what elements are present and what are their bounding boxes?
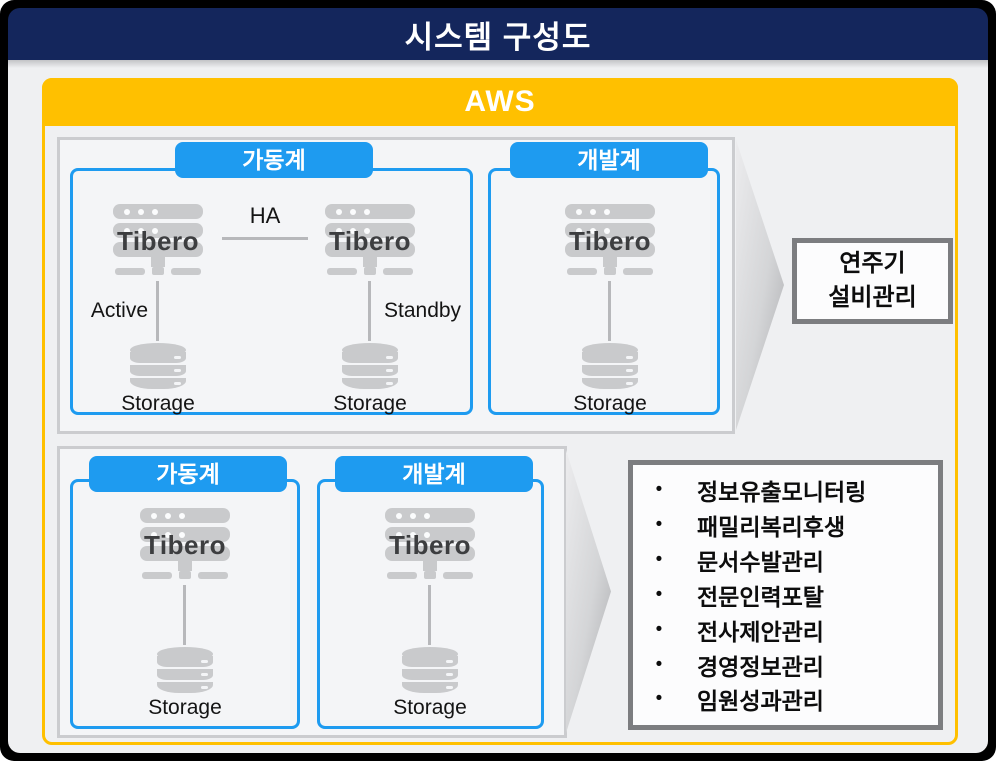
bullet-icon: • xyxy=(655,653,663,675)
storage-icon xyxy=(582,343,638,390)
storage-label: Storage xyxy=(333,392,407,415)
storage-label: Storage xyxy=(393,696,467,719)
bullet-icon: • xyxy=(655,618,663,640)
target-system-line2: 설비관리 xyxy=(828,284,917,311)
storage-icon xyxy=(402,647,458,694)
bottom-section-box xyxy=(57,446,567,738)
service-label: 패밀리복리후생 xyxy=(697,514,846,541)
server-node-standby: Tibero Storage xyxy=(325,204,415,419)
server-name: Tibero xyxy=(117,226,199,256)
aws-header: AWS xyxy=(42,78,958,126)
tibero-server-icon: Tibero xyxy=(113,204,203,275)
bullet-icon: • xyxy=(655,479,663,501)
service-label: 전사제안관리 xyxy=(697,618,824,645)
storage-connector-line xyxy=(428,585,431,645)
storage-connector-line xyxy=(608,281,611,341)
storage-connector-line xyxy=(156,281,159,341)
service-label: 문서수발관리 xyxy=(697,549,824,576)
server-node-dev-top: Tibero Storage xyxy=(565,204,655,419)
service-label: 정보유출모니터링 xyxy=(697,479,867,506)
storage-label: Storage xyxy=(148,696,222,719)
production-label-bottom: 가동계 xyxy=(89,456,287,492)
aws-label: AWS xyxy=(464,85,536,118)
aws-container: AWS xyxy=(42,78,958,745)
storage-icon xyxy=(342,343,398,390)
service-label: 전문인력포탈 xyxy=(697,583,824,610)
server-node-prod-bottom: Tibero Storage xyxy=(140,508,230,723)
bullet-icon: • xyxy=(655,514,663,536)
service-item: • 패밀리복리후생 xyxy=(653,508,932,542)
server-node-active: Tibero Storage xyxy=(113,204,203,419)
server-name: Tibero xyxy=(389,530,471,560)
storage-label: Storage xyxy=(121,392,195,415)
service-item: • 전문인력포탈 xyxy=(653,578,932,612)
title-bar: 시스템 구성도 xyxy=(8,8,988,60)
target-system-line1: 연주기 xyxy=(839,250,906,277)
service-item: • 전사제안관리 xyxy=(653,613,932,647)
tibero-server-icon: Tibero xyxy=(140,508,230,579)
page-title: 시스템 구성도 xyxy=(404,19,592,55)
bullet-icon: • xyxy=(655,583,663,605)
tibero-server-icon: Tibero xyxy=(325,204,415,275)
storage-icon xyxy=(157,647,213,694)
tibero-server-icon: Tibero xyxy=(385,508,475,579)
service-label: 경영정보관리 xyxy=(697,653,824,680)
active-role-label: Active xyxy=(90,299,148,322)
storage-icon xyxy=(130,343,186,390)
bullet-icon: • xyxy=(655,549,663,571)
server-name: Tibero xyxy=(329,226,411,256)
service-item: • 정보유출모니터링 xyxy=(653,473,932,507)
service-item: • 문서수발관리 xyxy=(653,543,932,577)
ha-connector-line xyxy=(222,237,308,240)
development-label-bottom: 개발계 xyxy=(335,456,533,492)
target-system-box: 연주기 설비관리 xyxy=(792,238,953,324)
production-label-top: 가동계 xyxy=(175,142,373,178)
storage-connector-line xyxy=(368,281,371,341)
server-node-dev-bottom: Tibero Storage xyxy=(385,508,475,723)
development-label-top: 개발계 xyxy=(510,142,708,178)
server-name: Tibero xyxy=(569,226,651,256)
server-name: Tibero xyxy=(144,530,226,560)
service-item: • 임원성과관리 xyxy=(653,682,932,716)
standby-role-label: Standby xyxy=(384,299,462,322)
service-label: 임원성과관리 xyxy=(697,688,824,715)
bullet-icon: • xyxy=(655,688,663,710)
tibero-server-icon: Tibero xyxy=(565,204,655,275)
storage-label: Storage xyxy=(573,392,647,415)
services-list-box: • 정보유출모니터링 • 패밀리복리후생 • 문서수발관리 • 전문인력포탈 • 전사제안관리 • 경… xyxy=(628,460,943,730)
services-list: • 정보유출모니터링 • 패밀리복리후생 • 문서수발관리 • 전문인력포탈 • 전사제안관리 • 경… xyxy=(633,465,938,725)
ha-label: HA xyxy=(249,203,281,228)
storage-connector-line xyxy=(183,585,186,645)
service-item: • 경영정보관리 xyxy=(653,648,932,682)
